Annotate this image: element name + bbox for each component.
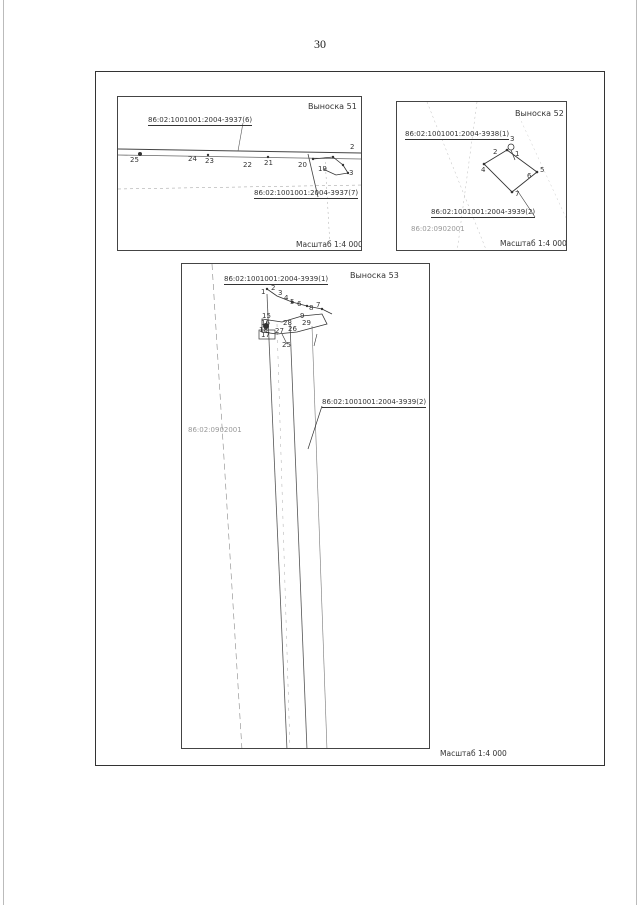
callout-53-title: Выноска 53 <box>350 271 399 280</box>
callout-53: Выноска 53 86:02:1001001:2004-3939(1) 86… <box>181 263 430 749</box>
callout-51: Выноска 51 86:02:1001001:2004-3937(6) 86… <box>117 96 362 251</box>
main-scale: Масштаб 1:4 000 <box>440 749 507 758</box>
callout-53-point-9: 9 <box>300 312 305 320</box>
callout-53-point-6: 6 <box>297 300 302 308</box>
callout-52-quarter: 86:02:0902001 <box>411 225 465 233</box>
callout-52-point-7: 7 <box>515 190 520 198</box>
callout-53-point-16: 16 <box>261 319 270 327</box>
callout-51-scale: Масштаб 1:4 000 <box>296 240 362 249</box>
callout-53-point-1: 1 <box>261 288 266 296</box>
callout-52-point-4: 4 <box>481 166 486 174</box>
callout-52-title: Выноска 52 <box>515 109 564 118</box>
callout-51-map <box>118 122 361 248</box>
callout-52-map <box>426 102 566 250</box>
callout-53-point-25: 25 <box>282 341 291 349</box>
callout-51-parcel-6: 86:02:1001001:2004-3937(6) <box>148 116 253 126</box>
callout-51-point-24: 24 <box>188 155 197 163</box>
callout-53-point-5: 5 <box>290 298 295 306</box>
drawing-frame <box>95 71 605 766</box>
callout-52-point-1: 1 <box>515 150 520 158</box>
callout-53-point-29: 29 <box>302 319 311 327</box>
callout-53-point-2: 2 <box>271 284 276 292</box>
callout-52-scale: Масштаб 1:4 000 <box>500 239 567 248</box>
callout-52-point-3: 3 <box>510 135 515 143</box>
callout-53-point-8: 8 <box>309 304 314 312</box>
callout-53-parcel-1: 86:02:1001001:2004-3939(1) <box>224 275 329 285</box>
callout-52-parcel-1: 86:02:1001001:2004-3938(1) <box>405 130 510 140</box>
scan-edge-left <box>3 0 4 905</box>
callout-53-point-17: 17 <box>261 331 270 339</box>
callout-51-point-20: 20 <box>298 161 307 169</box>
page-number: 30 <box>314 37 326 51</box>
callout-52-point-2: 2 <box>493 148 498 156</box>
callout-52-parcel-2: 86:02:1001001:2004-3939(2) <box>431 208 536 218</box>
callout-51-point-23: 23 <box>205 157 214 165</box>
scan-edge-right <box>636 0 637 905</box>
callout-51-point-2: 2 <box>350 143 355 151</box>
callout-51-parcel-7: 86:02:1001001:2004-3937(7) <box>254 189 359 199</box>
callout-52: Выноска 52 86:02:1001001:2004-3938(1) 86… <box>396 101 567 251</box>
callout-53-point-26: 26 <box>288 325 297 333</box>
callout-53-parcel-2: 86:02:1001001:2004-3939(2) <box>322 398 427 408</box>
callout-52-point-5: 5 <box>540 166 545 174</box>
callout-53-point-7: 7 <box>316 301 321 309</box>
callout-53-quarter: 86:02:0902001 <box>188 426 242 434</box>
callout-53-point-4: 4 <box>284 294 289 302</box>
callout-51-title: Выноска 51 <box>308 102 357 111</box>
callout-51-point-22: 22 <box>243 161 252 169</box>
callout-53-point-28: 28 <box>283 319 292 327</box>
callout-53-point-3: 3 <box>278 289 283 297</box>
callout-51-point-21: 21 <box>264 159 273 167</box>
callout-51-point-25: 25 <box>130 156 139 164</box>
callout-51-point-3: 3 <box>349 169 354 177</box>
callout-52-point-6: 6 <box>527 172 532 180</box>
callout-53-point-15: 15 <box>262 312 271 320</box>
callout-51-point-19: 19 <box>318 165 327 173</box>
callout-53-point-27: 27 <box>275 327 284 335</box>
callout-53-map <box>211 264 333 748</box>
callout-53-point-18: 18 <box>259 326 268 334</box>
